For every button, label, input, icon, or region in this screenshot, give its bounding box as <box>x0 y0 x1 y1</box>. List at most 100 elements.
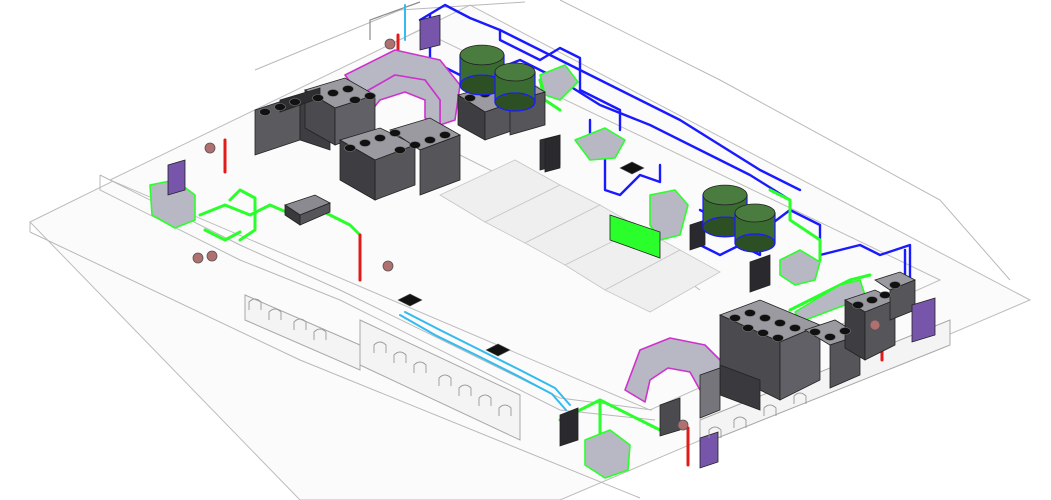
duct-elbow-front <box>584 429 631 479</box>
pump-icon <box>699 431 719 469</box>
cd-front-loop <box>558 398 662 432</box>
louver-icon <box>268 308 282 320</box>
exhaust-fan-icon <box>327 89 339 97</box>
pump-icon <box>419 14 441 51</box>
louver-icon <box>393 351 407 363</box>
exhaust-fan-icon <box>889 281 901 289</box>
louver-icon <box>793 392 807 404</box>
exhaust-fan-icon <box>789 324 801 332</box>
cw-loop-1 <box>498 28 622 132</box>
tray-run-2 <box>399 314 567 411</box>
exhaust-fan-icon <box>839 327 851 335</box>
louver-icon <box>373 341 387 353</box>
exhaust-fan-icon <box>772 334 784 342</box>
valve-icon <box>206 250 218 262</box>
electrical-panel-icon <box>659 397 681 437</box>
exhaust-fan-icon <box>289 98 301 106</box>
louver-icon <box>708 426 722 438</box>
duct-arch-top-front <box>359 74 441 126</box>
diffuser-icon <box>397 293 423 307</box>
cd-left-branch <box>228 188 257 242</box>
exhaust-fan-icon <box>742 324 754 332</box>
exhaust-fan-icon <box>364 92 376 100</box>
louver-icon <box>293 318 307 330</box>
duct-elbow-right <box>779 249 821 286</box>
louver-icon <box>438 374 452 386</box>
cw-main-2 <box>428 13 792 202</box>
valve-icon <box>677 419 689 431</box>
duct-flex-mid <box>649 189 689 241</box>
chiller-unit-icon <box>699 367 721 419</box>
exhaust-fan-icon <box>852 301 864 309</box>
exhaust-fan-icon <box>374 134 386 142</box>
exhaust-fan-icon <box>344 144 356 152</box>
exhaust-fan-icon <box>774 319 786 327</box>
diffuser-icon <box>619 161 645 175</box>
tray-run-1 <box>404 311 571 406</box>
bay-5 <box>604 249 721 313</box>
diffuser-icon <box>485 343 511 357</box>
electrical-panel-icon <box>559 407 579 447</box>
exhaust-fan-icon <box>464 94 476 102</box>
upper-ledge <box>254 1 526 71</box>
valve-icon <box>204 142 216 154</box>
valve-icon <box>192 252 204 264</box>
pump-icon <box>911 297 936 343</box>
louver-icon <box>498 404 512 416</box>
exhaust-fan-icon <box>389 129 401 137</box>
louver-icon <box>248 298 262 310</box>
exhaust-fan-icon <box>879 291 891 299</box>
rear-wall <box>369 1 421 40</box>
storage-tank-icon <box>734 203 776 253</box>
cd-mid-loop <box>768 188 822 262</box>
valves-and-fittings <box>192 38 881 431</box>
ceiling-diffusers <box>397 161 645 357</box>
electrical-panel-icon <box>544 134 561 173</box>
louver-icon <box>763 404 777 416</box>
cd-left-lower <box>203 228 242 242</box>
exhaust-fan-icon <box>866 296 878 304</box>
exhaust-fan-icon <box>409 141 421 149</box>
louver-icon <box>413 361 427 373</box>
pump-icon <box>609 214 661 259</box>
valve-icon <box>869 319 881 331</box>
chiller-unit-icon <box>339 139 376 201</box>
valve-icon <box>384 38 396 50</box>
exhaust-fan-icon <box>757 329 769 337</box>
front-facade-2 <box>244 294 361 371</box>
chiller-unit-icon <box>419 134 461 196</box>
exhaust-fan-icon <box>394 146 406 154</box>
exhaust-fan-icon <box>359 139 371 147</box>
exhaust-fan-icon <box>312 94 324 102</box>
exhaust-fan-icon <box>759 314 771 322</box>
exhaust-fans-bottom-right <box>729 281 901 342</box>
electrical-panel-icon <box>749 254 771 293</box>
storage-tanks <box>459 44 776 253</box>
valve-icon <box>382 260 394 272</box>
exhaust-fan-icon <box>439 131 451 139</box>
exhaust-fan-icon <box>342 85 354 93</box>
exhaust-fan-icon <box>824 333 836 341</box>
duct-connector-top <box>574 127 626 161</box>
facade-louvers <box>248 298 807 438</box>
electrical-panel-icon <box>689 219 706 251</box>
louver-icon <box>313 328 327 340</box>
exhaust-fan-icon <box>809 328 821 336</box>
pump-icon <box>167 159 186 196</box>
small-equipment <box>167 14 936 469</box>
cable-tray <box>399 4 571 411</box>
exhaust-fan-icon <box>274 103 286 111</box>
louver-icon <box>478 394 492 406</box>
slab-edge-1 <box>29 231 641 499</box>
exhaust-fan-icon <box>259 108 271 116</box>
parapet-top <box>99 174 653 411</box>
louver-icon <box>733 416 747 428</box>
exhaust-fan-icon <box>349 96 361 104</box>
storage-tank-icon <box>494 62 536 112</box>
chiller-unit-icon <box>864 299 896 361</box>
exhaust-fan-icon <box>729 314 741 322</box>
louver-icon <box>458 384 472 396</box>
exhaust-fan-icon <box>424 136 436 144</box>
